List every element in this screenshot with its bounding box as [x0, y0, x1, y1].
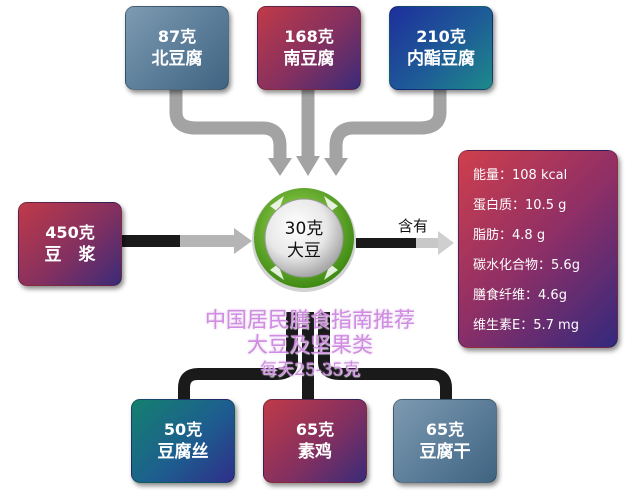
arrowhead-lactone-tofu	[324, 158, 348, 176]
arrow-from-soymilk	[120, 235, 180, 247]
arrowhead-nutrients	[438, 231, 454, 255]
nutrient-value: 4.6g	[538, 288, 567, 303]
item-soymilk: 450克 豆 浆	[18, 202, 122, 286]
nutrient-label: 碳水化合物：	[473, 258, 552, 273]
arrow-from-lactone-tofu	[329, 88, 447, 160]
guideline-line-2: 大豆及坚果类	[247, 333, 373, 357]
arrow-to-nutrients-fade	[416, 238, 440, 248]
item-beijing-tofu: 87克 北豆腐	[125, 6, 229, 90]
nutrient-row-protein: 蛋白质：10.5 g	[473, 191, 617, 221]
nutrient-label: 膳食纤维：	[473, 288, 539, 303]
item-name: 豆 浆	[44, 245, 96, 265]
item-southern-tofu: 168克 南豆腐	[257, 6, 361, 90]
connector-to-dried-tofu	[318, 312, 452, 400]
nutrient-row-carbohydrate: 碳水化合物：5.6g	[473, 251, 617, 281]
arrow-to-nutrients	[356, 238, 416, 248]
item-lactone-tofu: 210克 内酯豆腐	[389, 6, 493, 90]
connector-to-shredded-tofu	[178, 312, 298, 400]
nutrient-value: 10.5 g	[525, 198, 567, 213]
item-amount: 450克	[45, 223, 95, 242]
center-soybean: 30克 大豆	[254, 190, 354, 290]
arrowhead-southern-tofu	[296, 156, 320, 176]
arrowhead-soymilk	[234, 228, 252, 254]
center-label: 30克 大豆	[254, 218, 354, 262]
item-name: 北豆腐	[151, 49, 203, 69]
nutrient-label: 能量：	[473, 168, 513, 183]
nutrient-row-fat: 脂肪：4.8 g	[473, 221, 617, 251]
nutrient-label: 维生素E：	[473, 318, 534, 333]
nutrient-row-vitamin-e: 维生素E：5.7 mg	[473, 311, 617, 341]
arrowhead-beijing-tofu	[268, 158, 292, 176]
item-shredded-tofu: 50克 豆腐丝	[131, 399, 235, 483]
item-name: 豆腐丝	[157, 442, 209, 462]
nutrient-label: 蛋白质：	[473, 198, 526, 213]
center-amount: 30克	[284, 219, 324, 239]
nutrient-row-fiber: 膳食纤维：4.6g	[473, 281, 617, 311]
item-amount: 50克	[163, 420, 203, 439]
item-name: 南豆腐	[283, 49, 335, 69]
item-amount: 87克	[157, 27, 197, 46]
item-name: 内酯豆腐	[407, 49, 475, 69]
item-name: 豆腐干	[419, 442, 471, 462]
arrow-from-beijing-tofu	[169, 88, 287, 160]
soybean-center-icon	[252, 188, 356, 292]
center-name: 大豆	[287, 241, 321, 261]
nutrient-label: 脂肪：	[473, 228, 513, 243]
nutrient-value: 4.8 g	[512, 228, 546, 243]
nutrient-value: 5.6g	[551, 258, 580, 273]
item-dried-tofu: 65克 豆腐干	[393, 399, 497, 483]
dietary-guideline-text: 中国居民膳食指南推荐 大豆及坚果类 每天25-35克	[165, 308, 455, 383]
item-vegetarian-chicken: 65克 素鸡	[263, 399, 367, 483]
item-amount: 168克	[284, 27, 334, 46]
item-amount: 65克	[295, 420, 335, 439]
guideline-line-1: 中国居民膳食指南推荐	[205, 308, 415, 332]
nutrient-row-energy: 能量：108 kcal	[473, 161, 617, 191]
arrow-from-soymilk-fade	[180, 235, 236, 247]
nutrient-value: 108 kcal	[512, 168, 568, 183]
contains-label: 含有	[398, 217, 429, 235]
nutrient-value: 5.7 mg	[533, 318, 579, 333]
item-name: 素鸡	[298, 442, 332, 462]
nutrient-panel: 能量：108 kcal 蛋白质：10.5 g 脂肪：4.8 g 碳水化合物：5.…	[458, 150, 618, 348]
item-amount: 65克	[425, 420, 465, 439]
guideline-line-3: 每天25-35克	[259, 360, 360, 380]
item-amount: 210克	[416, 27, 466, 46]
